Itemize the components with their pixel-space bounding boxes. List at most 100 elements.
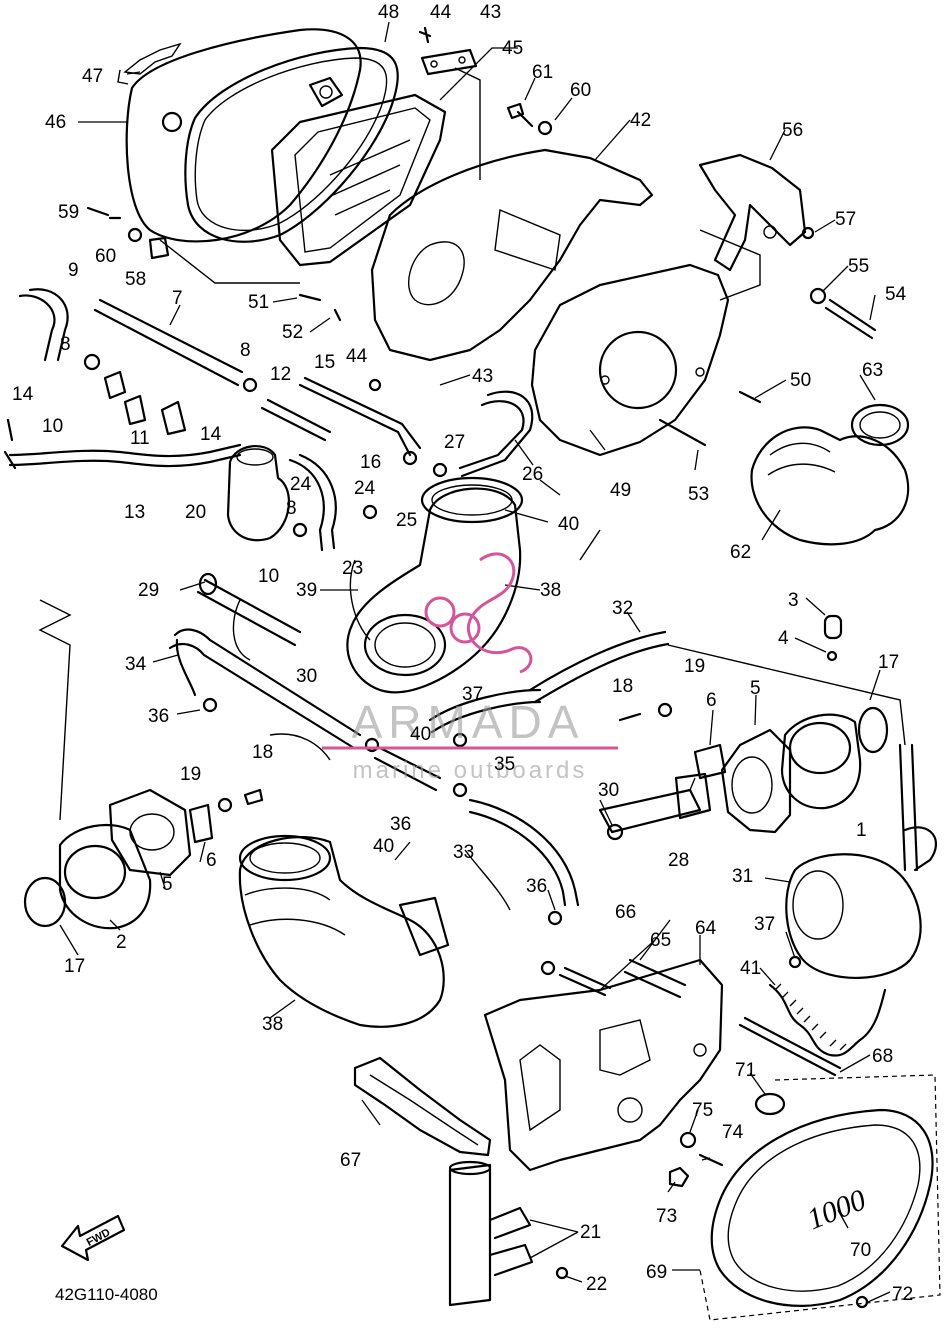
callout: 12 <box>270 364 291 385</box>
callout: 49 <box>610 480 631 501</box>
carb-joint-left <box>58 823 152 930</box>
callout: 36 <box>148 706 169 727</box>
fwd-label: FWD <box>85 1227 113 1249</box>
callout: 8 <box>60 334 71 355</box>
watermark-logo-icon <box>322 552 618 750</box>
callout: 70 <box>850 1240 871 1261</box>
callout: 31 <box>732 866 753 887</box>
callout: 64 <box>695 918 717 939</box>
callout: 66 <box>615 902 636 923</box>
callout: 17 <box>878 652 899 673</box>
callout: 55 <box>848 256 869 277</box>
fwd-arrow-icon: FWD <box>60 1214 126 1262</box>
callout: 35 <box>494 754 515 775</box>
callout: 39 <box>296 580 317 601</box>
callout: 21 <box>580 1222 601 1243</box>
callout: 11 <box>130 428 150 449</box>
callout: 1 <box>856 820 867 841</box>
callout: 5 <box>750 678 761 699</box>
callout: 42 <box>630 110 651 131</box>
callout: 73 <box>656 1206 677 1227</box>
callout: 28 <box>668 850 689 871</box>
callout: 52 <box>282 322 303 343</box>
cleaner-gasket <box>184 46 399 243</box>
callout: 6 <box>706 690 717 711</box>
callout: 20 <box>185 502 206 523</box>
callout: 53 <box>688 484 709 505</box>
breather-hose-9 <box>28 288 69 362</box>
intake-joint-lower <box>238 835 445 1028</box>
callout: 19 <box>684 656 705 677</box>
watermark-logo-stroke <box>466 552 533 674</box>
air-cleaner-cover <box>125 28 362 243</box>
callout: 71 <box>735 1060 756 1081</box>
callout: 58 <box>125 269 146 290</box>
callout: 43 <box>472 366 493 387</box>
callout: 14 <box>200 424 222 445</box>
callout: 59 <box>58 202 79 223</box>
callout: 18 <box>252 742 273 763</box>
callout: 40 <box>373 836 394 857</box>
callout: 22 <box>586 1274 607 1295</box>
callout: 17 <box>64 956 85 977</box>
callout: 10 <box>258 566 279 587</box>
callout: 15 <box>314 352 335 373</box>
diagram-code: 42G110-4080 <box>55 1285 158 1304</box>
callout: 36 <box>526 876 547 897</box>
callout: 38 <box>540 580 561 601</box>
callout: 46 <box>45 112 66 133</box>
callout: 68 <box>872 1046 893 1067</box>
cover-badge-1000: 1000 <box>802 1183 870 1236</box>
callout: 14 <box>12 384 34 405</box>
callout: 27 <box>444 432 465 453</box>
callout: 30 <box>598 780 619 801</box>
callout: 54 <box>885 284 907 305</box>
air-cleaner-case <box>370 148 654 362</box>
callout: 24 <box>290 474 312 495</box>
callout: 41 <box>740 958 761 979</box>
callout: 24 <box>354 478 376 499</box>
solenoid-right <box>785 853 922 979</box>
filter-element <box>270 93 447 267</box>
hose-13 <box>8 443 242 458</box>
callout: 40 <box>558 514 579 535</box>
side-cover <box>710 1108 934 1307</box>
callout: 8 <box>240 340 251 361</box>
callout: 8 <box>286 498 297 519</box>
callout: 23 <box>342 558 363 579</box>
callout: 16 <box>360 452 381 473</box>
callout: 33 <box>453 842 474 863</box>
carb-joint-right <box>780 713 862 810</box>
callout: 5 <box>162 874 173 895</box>
callout: 60 <box>570 80 591 101</box>
callout: 60 <box>95 246 116 267</box>
intake-elbow-right <box>750 426 910 546</box>
callout: 57 <box>835 209 856 230</box>
callout: 74 <box>722 1122 744 1143</box>
callout: 65 <box>650 930 671 951</box>
callout: 9 <box>68 260 79 281</box>
callout: 32 <box>612 598 633 619</box>
callout: 44 <box>430 2 452 23</box>
callout: 3 <box>788 590 799 611</box>
callout: 18 <box>612 676 633 697</box>
callout: 45 <box>502 38 523 59</box>
callout: 61 <box>532 62 553 83</box>
breather-hose-7 <box>93 298 244 387</box>
callout: 51 <box>248 292 269 313</box>
air-cut-valve <box>226 445 290 542</box>
callout: 44 <box>346 346 368 367</box>
callout: 7 <box>172 288 183 309</box>
watermark-logo-dot-1 <box>424 596 456 628</box>
callout: 75 <box>692 1100 713 1121</box>
top-bracket <box>698 153 807 272</box>
callout: 67 <box>340 1150 361 1171</box>
callout: 19 <box>180 764 201 785</box>
parts-line-art <box>3 26 941 1321</box>
callout: 40 <box>410 724 431 745</box>
callout-labels: 48 44 43 47 45 61 60 46 42 56 59 60 58 5… <box>12 2 913 1305</box>
callout: 10 <box>42 416 63 437</box>
bracket-arm <box>353 1056 492 1157</box>
callout: 34 <box>125 654 147 675</box>
callout: 13 <box>124 502 145 523</box>
